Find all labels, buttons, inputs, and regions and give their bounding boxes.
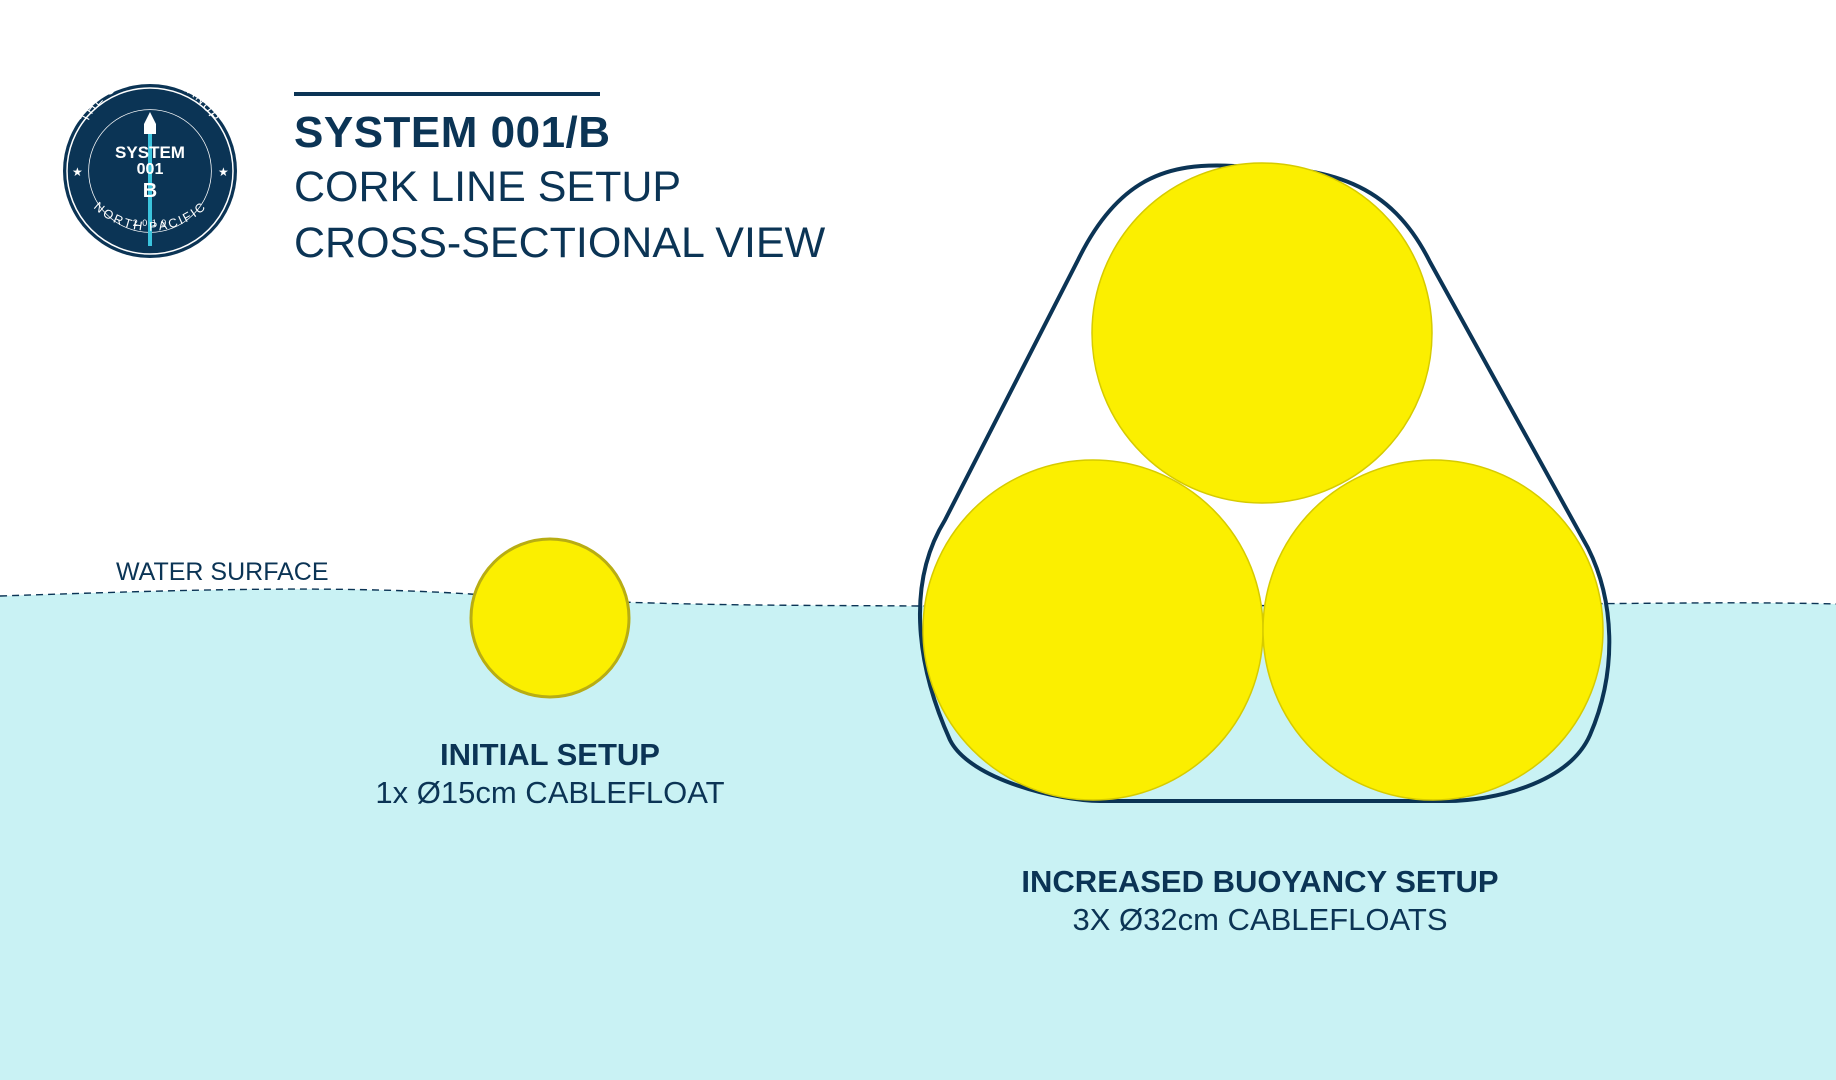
increased-cablefloat-bottom-left [922,459,1264,801]
increased-setup-netting-outline [918,163,1612,803]
page-subtitle-1: CORK LINE SETUP [294,163,682,211]
increased-setup-label: INCREASED BUOYANCY SETUP 3X Ø32cm CABLEF… [960,863,1560,939]
increased-setup-title: INCREASED BUOYANCY SETUP [1021,864,1499,899]
initial-setup-label: INITIAL SETUP 1x Ø15cm CABLEFLOAT [330,736,770,812]
initial-setup-title: INITIAL SETUP [440,737,660,772]
water-surface-line [0,588,1836,607]
badge-line2: 001 [137,161,164,178]
badge-line1: SYSTEM [115,143,185,162]
badge-star-icon: ★ [72,165,83,179]
initial-setup-detail: 1x Ø15cm CABLEFLOAT [375,775,725,810]
page-subtitle-2: CROSS-SECTIONAL VIEW [294,219,826,267]
page-title: SYSTEM 001/B [294,108,611,157]
badge-star-icon: ★ [218,165,229,179]
initial-cablefloat [469,537,631,699]
badge-line3: B [143,180,157,202]
title-rule [294,92,600,96]
increased-setup-detail: 3X Ø32cm CABLEFLOATS [1072,902,1448,937]
badge-year: 2 0 1 9 [133,218,168,228]
badge-accent-line [148,134,152,246]
badge-ship-icon [144,112,156,134]
system-001b-badge-logo: ★ ★ THE OCEAN CLEANUP NORTH PACIFIC SYST… [63,71,237,258]
water-surface-label: WATER SURFACE [116,558,329,586]
increased-cablefloat-bottom-right [1262,459,1604,801]
increased-cablefloat-top [1091,162,1433,504]
